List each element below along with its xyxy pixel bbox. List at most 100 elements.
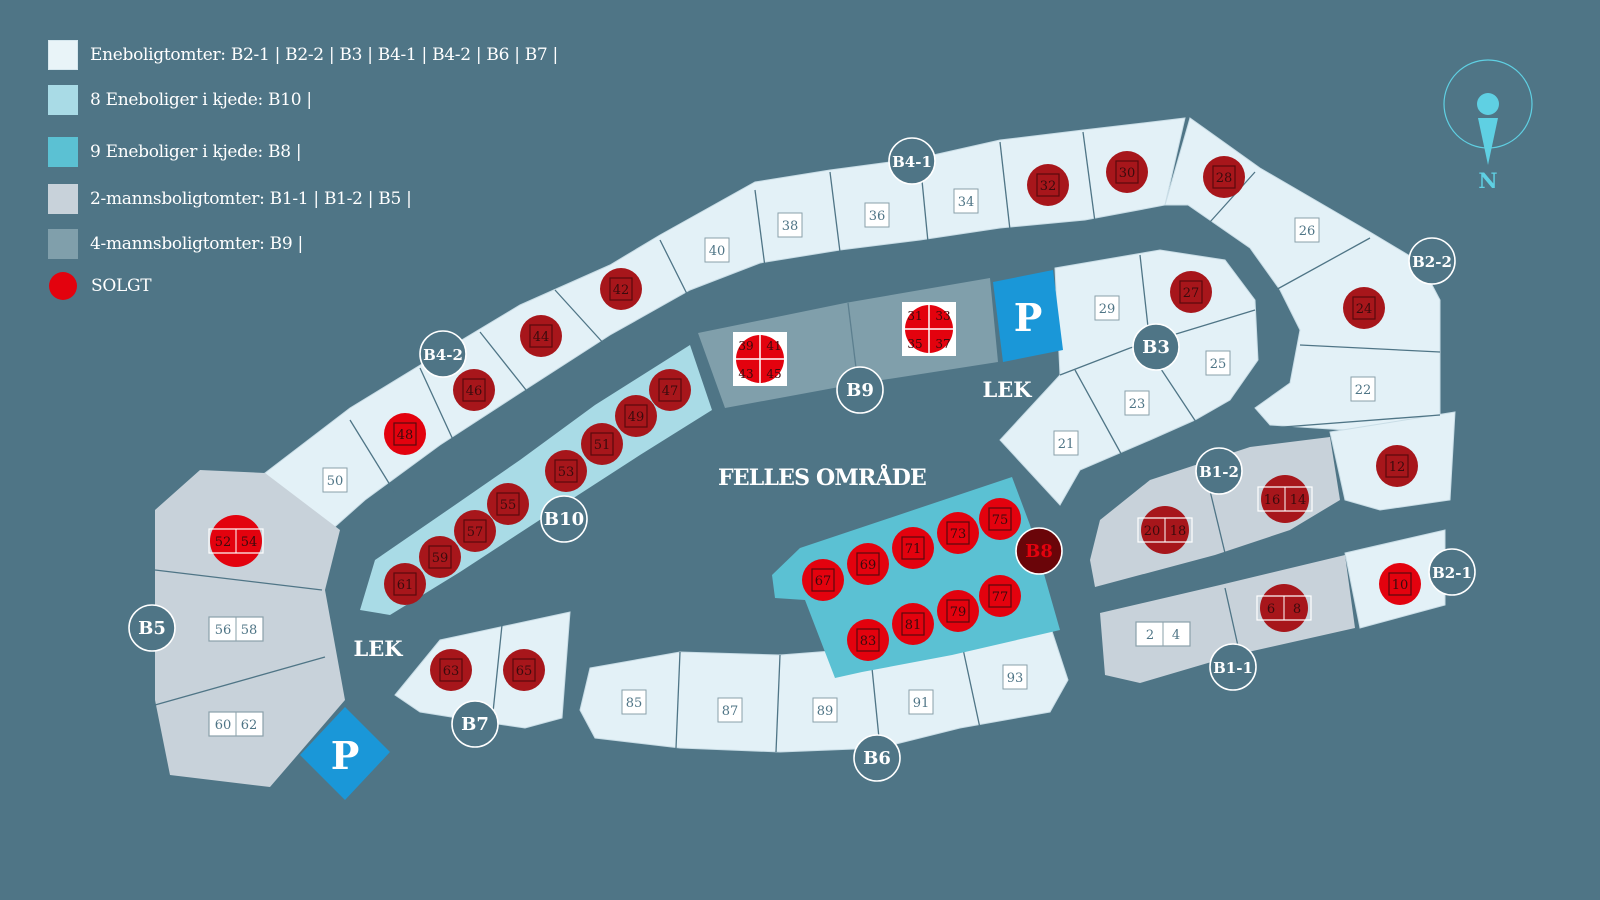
field-marker-b1-1[interactable]: B1-1: [1209, 643, 1257, 691]
plot-48[interactable]: 48: [384, 413, 426, 455]
plot-number: 36: [869, 209, 886, 224]
plot-87[interactable]: 87: [717, 697, 743, 723]
plot-53[interactable]: 53: [545, 450, 587, 492]
field-marker-b7[interactable]: B7: [451, 700, 499, 748]
lek-label-left: LEK: [353, 636, 403, 661]
plot-29[interactable]: 29: [1094, 295, 1120, 321]
plot-12[interactable]: 12: [1376, 445, 1418, 487]
plot-22[interactable]: 22: [1350, 376, 1376, 402]
plot-36[interactable]: 36: [864, 202, 890, 228]
plot-box: [529, 324, 553, 348]
plot-49[interactable]: 49: [615, 395, 657, 437]
plot-21[interactable]: 21: [1053, 430, 1079, 456]
plot-number: 50: [327, 474, 344, 489]
plot-63[interactable]: 63: [430, 649, 472, 691]
plot-number: 58: [241, 623, 258, 638]
plot-55[interactable]: 55: [487, 483, 529, 525]
plot-30[interactable]: 30: [1106, 151, 1148, 193]
plot-number: 43: [738, 367, 753, 381]
plot-box: [901, 612, 925, 636]
plot-40[interactable]: 40: [704, 237, 730, 263]
plot-38[interactable]: 38: [777, 212, 803, 238]
plot-59[interactable]: 59: [419, 536, 461, 578]
field-marker-b2-2[interactable]: B2-2: [1408, 237, 1456, 285]
plot-71[interactable]: 71: [892, 527, 934, 569]
plot-box: [1124, 390, 1150, 416]
field-marker-b9[interactable]: B9: [836, 366, 884, 414]
plot-44[interactable]: 44: [520, 315, 562, 357]
plot-number: 51: [594, 438, 611, 453]
plot-34[interactable]: 34: [953, 188, 979, 214]
plot-box: [812, 697, 838, 723]
plot-77[interactable]: 77: [979, 575, 1021, 617]
plot-57[interactable]: 57: [454, 510, 496, 552]
legend-swatch: [48, 184, 78, 214]
plot-box: [1212, 165, 1236, 189]
plot-67[interactable]: 67: [802, 559, 844, 601]
plot-47[interactable]: 47: [649, 369, 691, 411]
field-marker-b10[interactable]: B10: [540, 495, 588, 543]
plot-83[interactable]: 83: [847, 619, 889, 661]
plot-number: 75: [992, 513, 1009, 528]
plot-61[interactable]: 61: [384, 563, 426, 605]
plot-50[interactable]: 50: [322, 467, 348, 493]
plot-24[interactable]: 24: [1343, 287, 1385, 329]
plot-85[interactable]: 85: [621, 689, 647, 715]
plot-box: [609, 277, 633, 301]
plot-91[interactable]: 91: [908, 689, 934, 715]
plot-number: 26: [1299, 224, 1316, 239]
plot-number: 45: [766, 367, 781, 381]
plot-81[interactable]: 81: [892, 603, 934, 645]
plot-box: [463, 519, 487, 543]
plot-73[interactable]: 73: [937, 512, 979, 554]
plot-number: 18: [1170, 524, 1187, 539]
field-marker-b4-1[interactable]: B4-1: [888, 137, 936, 185]
marker-circle: [451, 700, 499, 748]
plot-89[interactable]: 89: [812, 697, 838, 723]
field-marker-b6[interactable]: B6: [853, 734, 901, 782]
plot-box: [856, 628, 880, 652]
plot-75[interactable]: 75: [979, 498, 1021, 540]
plot-69[interactable]: 69: [847, 543, 889, 585]
plot-93[interactable]: 93: [1002, 664, 1028, 690]
enebolig-area: [264, 117, 1456, 753]
plot-number: 55: [500, 498, 517, 513]
field-marker-b1-2[interactable]: B1-2: [1195, 447, 1243, 495]
plot-box: [717, 697, 743, 723]
plot-number: 24: [1356, 302, 1373, 317]
plot-28[interactable]: 28: [1203, 156, 1245, 198]
field-marker-b3[interactable]: B3: [1132, 323, 1180, 371]
compass-knob: [1477, 93, 1499, 115]
plot-10[interactable]: 10: [1379, 563, 1421, 605]
plot-79[interactable]: 79: [937, 590, 979, 632]
plot-number: 39: [738, 339, 753, 353]
plot-23[interactable]: 23: [1124, 390, 1150, 416]
plot-51[interactable]: 51: [581, 423, 623, 465]
plot-box: [554, 459, 578, 483]
plot-27[interactable]: 27: [1170, 271, 1212, 313]
marker-label: B9: [846, 380, 874, 401]
marker-label: B8: [1025, 541, 1053, 562]
plot-26[interactable]: 26: [1294, 217, 1320, 243]
plot-32[interactable]: 32: [1027, 164, 1069, 206]
field-marker-b4-2[interactable]: B4-2: [419, 330, 467, 378]
field-marker-b5[interactable]: B5: [128, 604, 176, 652]
plot-25[interactable]: 25: [1205, 350, 1231, 376]
field-marker-b8[interactable]: B8: [1015, 527, 1063, 575]
parking-north: P: [993, 270, 1063, 362]
plot-46[interactable]: 46: [453, 369, 495, 411]
marker-label: B3: [1142, 337, 1170, 358]
plot-65[interactable]: 65: [503, 649, 545, 691]
field-marker-b2-1[interactable]: B2-1: [1428, 548, 1476, 596]
plot-number: 54: [241, 535, 258, 550]
plot-42[interactable]: 42: [600, 268, 642, 310]
